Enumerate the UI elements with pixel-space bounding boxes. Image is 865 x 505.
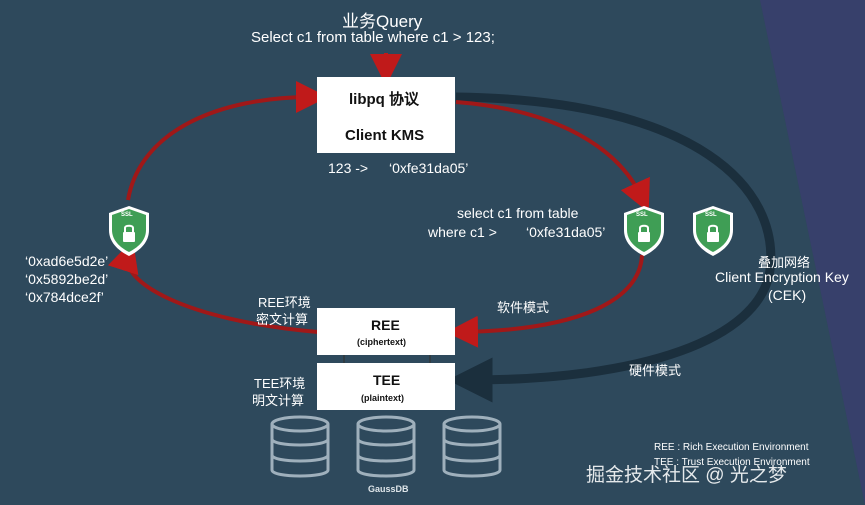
legend-tee: TEE : Trust Execution Environment (654, 457, 810, 468)
database-icon-2 (356, 415, 416, 478)
result-value: ‘0x784dce2f’ (25, 289, 104, 305)
query-title: 业务Query (342, 12, 423, 31)
ree-title: REE (371, 317, 400, 333)
encrypted-query-arrow (455, 100, 650, 213)
result-value: ‘0xad6e5d2e’ (25, 253, 109, 269)
client-kms-label: Client KMS (345, 127, 425, 144)
database-label: GaussDB (368, 484, 409, 494)
mapping-cipher: ‘0xfe31da05’ (389, 160, 469, 176)
hardware-mode-arrow (447, 92, 776, 403)
ssl-badge-label: SSL (705, 212, 717, 218)
cek-name: Client Encryption Key (715, 269, 849, 285)
legend-ree: REE : Rich Execution Environment (654, 442, 809, 453)
hardware-mode-label: 硬件模式 (629, 363, 682, 378)
cek-abbrev: (CEK) (768, 287, 807, 303)
software-mode-arrow (446, 254, 644, 348)
mapping-plain: 123 -> (328, 160, 369, 176)
query-sql: Select c1 from table where c1 > 123; (251, 29, 495, 46)
ssl-shield-icon-right (693, 206, 733, 256)
encrypted-query-line1: select c1 from table (457, 205, 579, 221)
tee-title: TEE (373, 372, 401, 388)
tee-box: TEE (plaintext) (317, 363, 455, 410)
ssl-shield-icon-left (109, 206, 149, 256)
ssl-shield-icon-middle (624, 206, 664, 256)
ree-subtitle: (ciphertext) (357, 337, 407, 347)
result-return-arrow (107, 239, 319, 334)
tee-env-label: TEE环境 (254, 376, 306, 391)
ree-env-label: REE环境 (258, 295, 311, 310)
ree-box: REE (ciphertext) (317, 308, 455, 355)
database-icon-1 (270, 415, 330, 478)
ssl-badge-label: SSL (636, 212, 648, 218)
ssl-badge-label: SSL (121, 212, 133, 218)
libpq-box: libpq 协议 Client KMS (317, 77, 455, 153)
encrypted-query-value: ‘0xfe31da05’ (526, 224, 606, 240)
ree-compute-label: 密文计算 (256, 312, 309, 327)
tee-compute-label: 明文计算 (252, 393, 305, 408)
tee-subtitle: (plaintext) (361, 393, 405, 403)
database-icon-3 (442, 415, 502, 478)
result-value: ‘0x5892be2d’ (25, 271, 109, 287)
libpq-title: libpq 协议 (349, 91, 419, 108)
watermark: 掘金技术社区 @ 光之梦 (586, 465, 787, 486)
software-mode-label: 软件模式 (497, 300, 550, 315)
encrypted-query-line2: where c1 > (428, 224, 497, 240)
client-to-libpq-arrow (126, 81, 328, 201)
cek-overlay-label: 叠加网络 (758, 255, 811, 270)
